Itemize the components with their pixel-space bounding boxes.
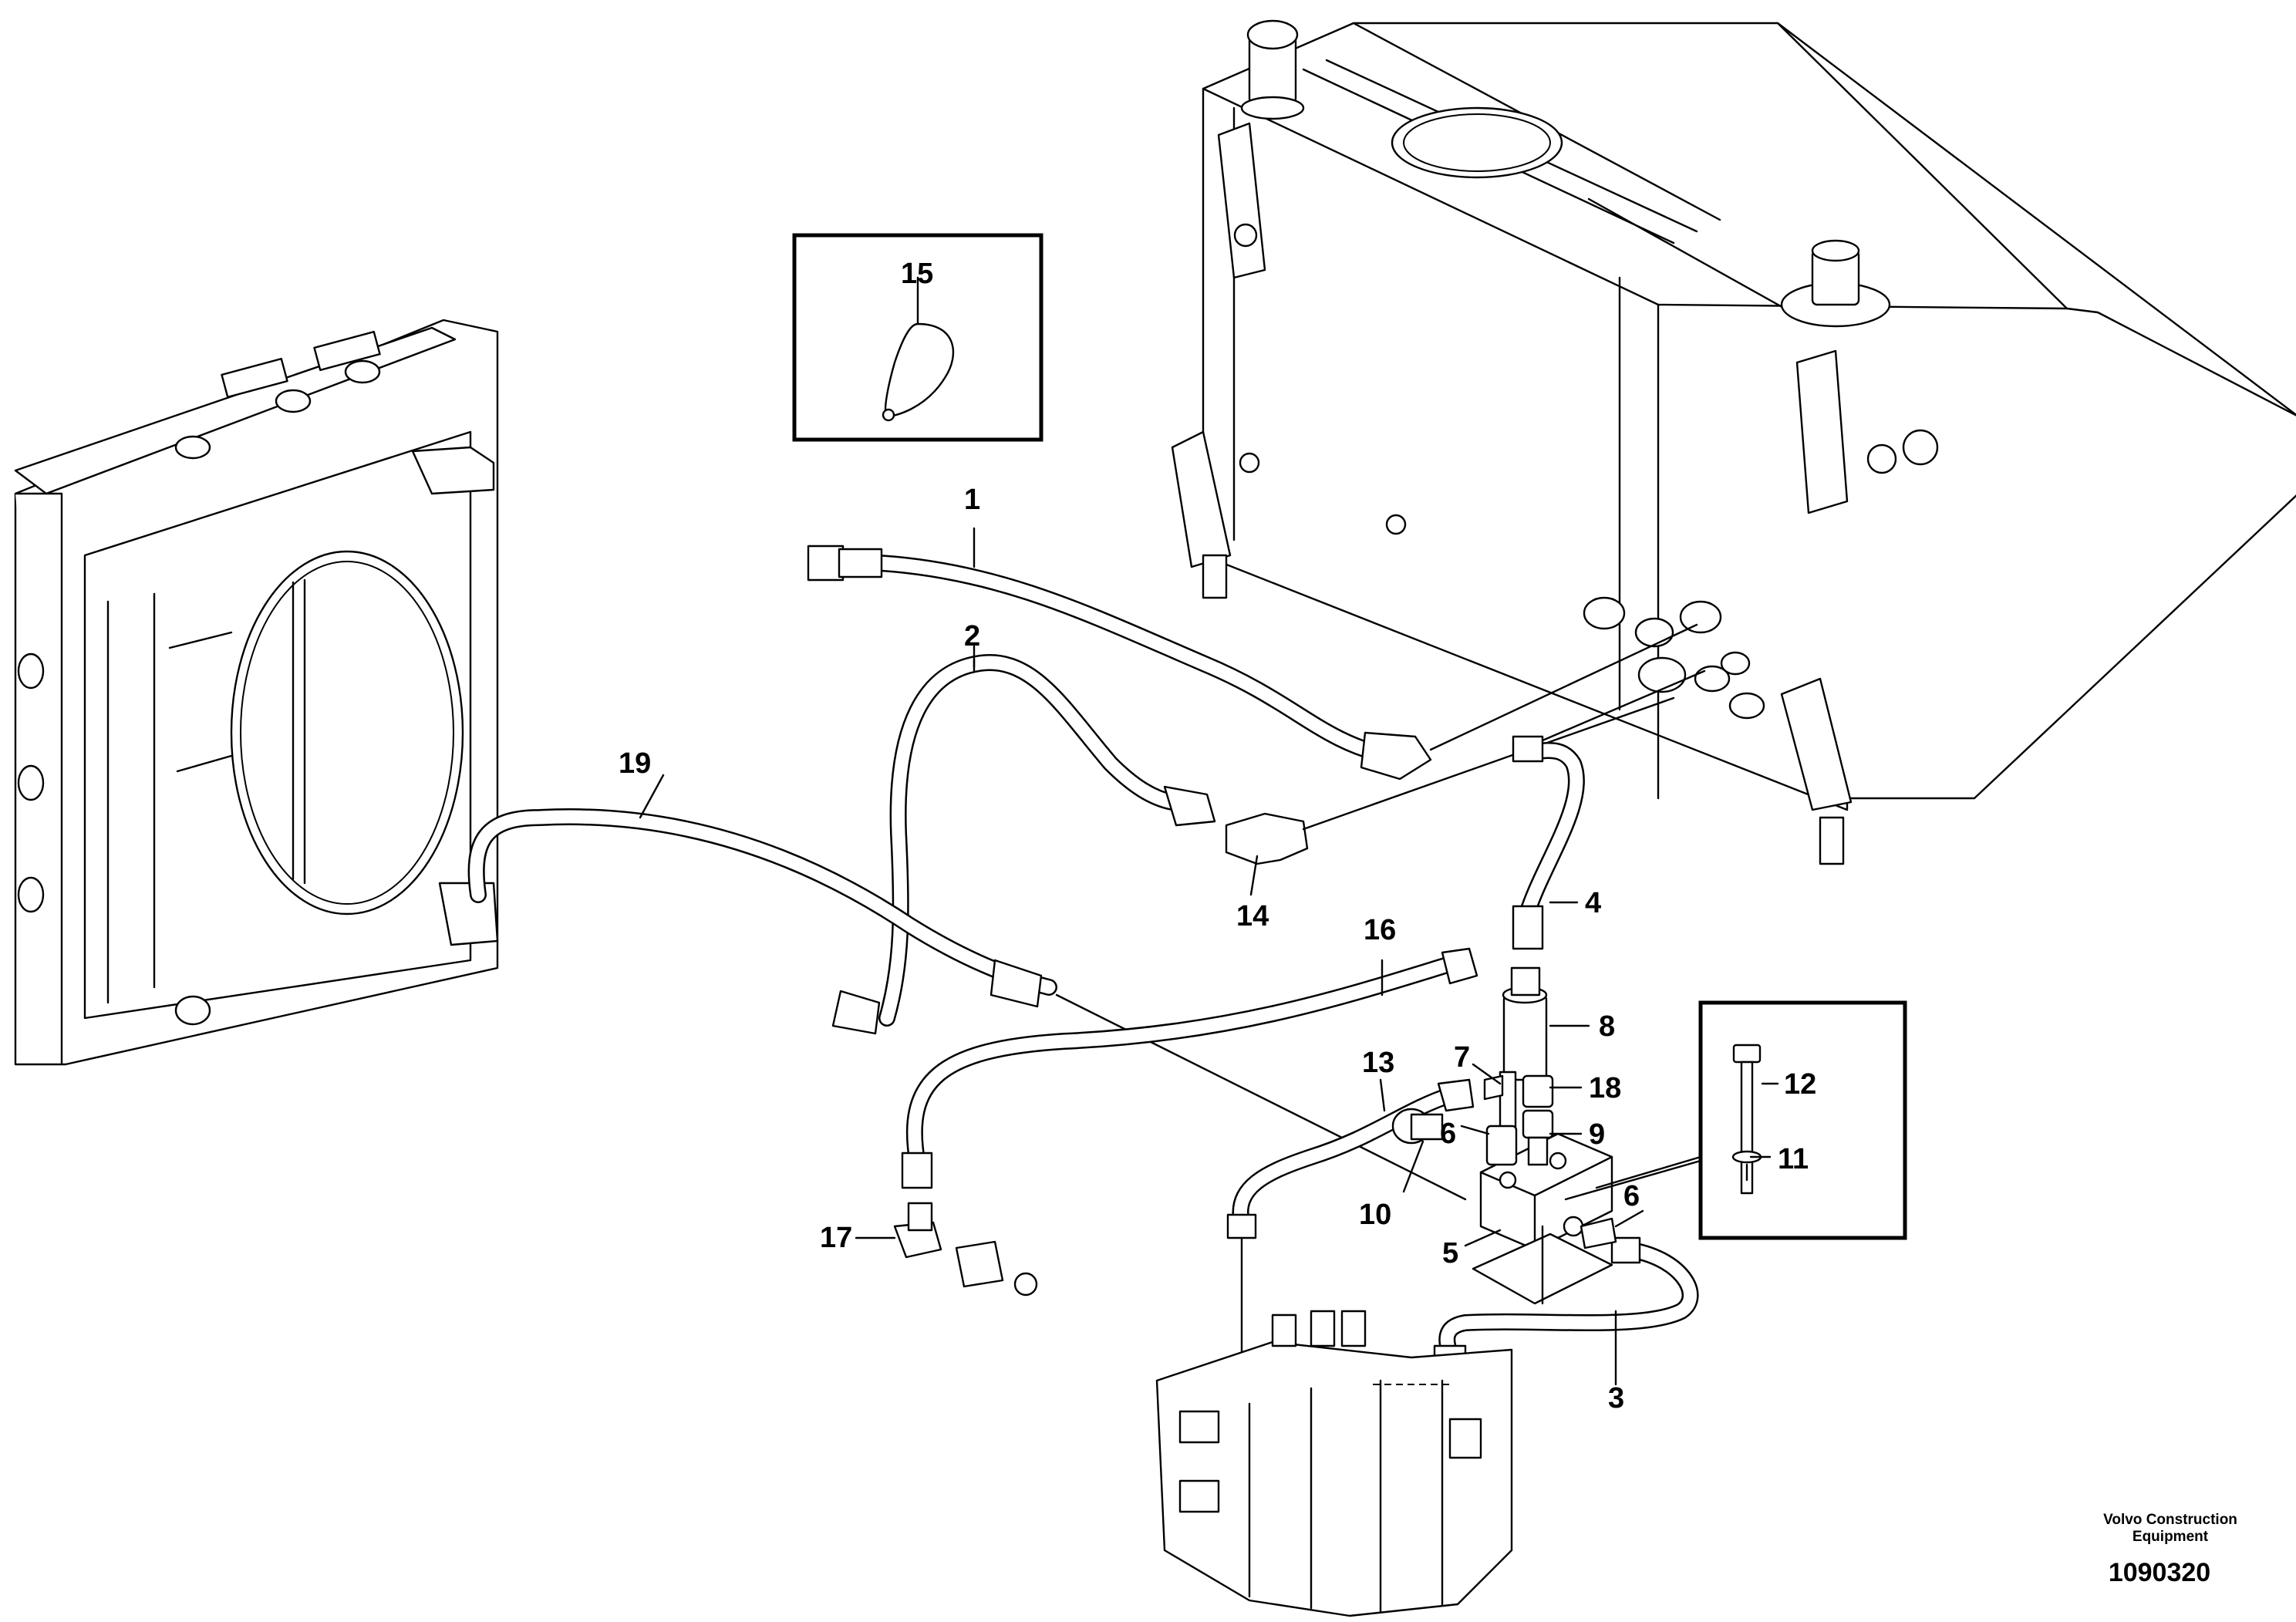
filter-8 bbox=[1502, 966, 1548, 1081]
tank-inspection-cover bbox=[1391, 106, 1563, 179]
callout-3: 3 bbox=[1608, 1382, 1624, 1415]
fitting-6-side bbox=[1580, 1217, 1617, 1249]
callout-2: 2 bbox=[964, 620, 980, 653]
fitting-10 bbox=[1391, 1108, 1444, 1145]
hose-1 bbox=[807, 545, 1698, 781]
callout-9: 9 bbox=[1589, 1118, 1605, 1151]
fitting-7 bbox=[1483, 1071, 1517, 1131]
fitting-6-top bbox=[1485, 1125, 1518, 1166]
hose-2 bbox=[831, 654, 1216, 1035]
tank-filler-cap bbox=[1240, 19, 1305, 120]
fitting-9 bbox=[1522, 1109, 1554, 1166]
hose-4 bbox=[1512, 669, 1706, 950]
callout-5: 5 bbox=[1442, 1237, 1458, 1270]
callout-labels: 1 2 3 4 5 6 6 7 8 9 10 11 12 13 14 15 16… bbox=[619, 258, 1816, 1415]
callout-6-top: 6 bbox=[1440, 1118, 1456, 1150]
callout-7: 7 bbox=[1454, 1041, 1470, 1074]
detail-box-11-12 bbox=[1564, 1000, 1907, 1240]
callout-17: 17 bbox=[820, 1222, 852, 1254]
callout-13: 13 bbox=[1362, 1047, 1394, 1079]
callout-12: 12 bbox=[1784, 1068, 1816, 1101]
callout-11: 11 bbox=[1778, 1143, 1809, 1175]
hose-clamp-15 bbox=[882, 322, 955, 422]
hose-16 bbox=[901, 947, 1478, 1189]
hose-19 bbox=[467, 808, 1467, 1201]
callout-6-side: 6 bbox=[1623, 1180, 1640, 1212]
tank-breather-cap bbox=[1780, 239, 1891, 328]
fitting-18 bbox=[1522, 1074, 1554, 1108]
leader-lines bbox=[639, 276, 1779, 1386]
callout-15: 15 bbox=[901, 258, 933, 290]
tee-fitting-17 bbox=[893, 1202, 1038, 1297]
control-valve bbox=[1155, 1310, 1513, 1617]
callout-16: 16 bbox=[1364, 914, 1396, 946]
footer: Volvo Construction Equipment 1090320 bbox=[2103, 1512, 2237, 1587]
fan-shroud-ring bbox=[230, 550, 464, 916]
callout-10: 10 bbox=[1359, 1199, 1391, 1231]
brand-line-2: Equipment bbox=[2132, 1529, 2209, 1545]
hydraulic-tank bbox=[1171, 19, 2296, 865]
callout-8: 8 bbox=[1599, 1010, 1615, 1043]
callout-19: 19 bbox=[619, 747, 651, 780]
brand-line-1: Volvo Construction bbox=[2103, 1512, 2237, 1528]
callout-1: 1 bbox=[964, 484, 980, 516]
callout-18: 18 bbox=[1589, 1072, 1621, 1104]
callout-14: 14 bbox=[1236, 900, 1269, 932]
oil-cooler-assembly bbox=[14, 319, 499, 1066]
callout-4: 4 bbox=[1585, 887, 1601, 919]
detail-box-15 bbox=[792, 233, 1043, 442]
elbow-fitting-14 bbox=[1225, 696, 1675, 865]
drawing-number: 1090320 bbox=[2109, 1558, 2210, 1587]
